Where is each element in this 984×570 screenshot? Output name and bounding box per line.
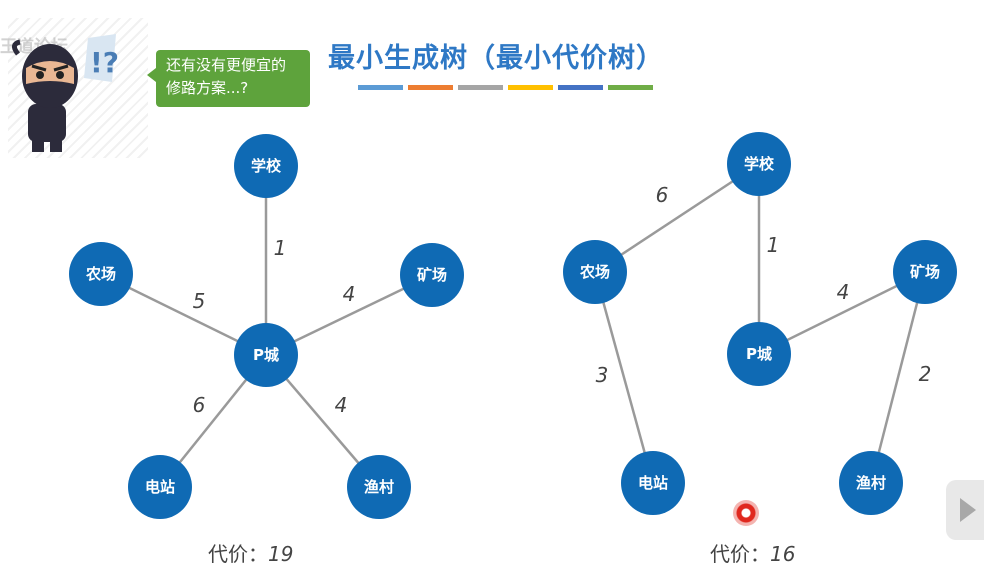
record-indicator-icon bbox=[733, 500, 759, 526]
right-node-mine bbox=[893, 240, 957, 304]
right-node-farm bbox=[563, 240, 627, 304]
left-edge-weight: 4 bbox=[343, 282, 356, 306]
right-edge-farm-station bbox=[593, 271, 655, 484]
right-edge-weight: 1 bbox=[767, 233, 780, 257]
speech-line-1: 还有没有更便宜的 bbox=[166, 56, 287, 74]
right-edge-weight: 4 bbox=[837, 280, 850, 304]
right-edge-mine-village bbox=[869, 271, 927, 484]
left-node-mine bbox=[400, 243, 464, 307]
right-node-label-farm: 农场 bbox=[579, 263, 610, 281]
right-node-school bbox=[727, 132, 791, 196]
left-edge-weight: 4 bbox=[335, 393, 348, 417]
right-node-label-village: 渔村 bbox=[856, 474, 886, 492]
title-color-bar bbox=[408, 85, 453, 90]
question-mark-icon: !? bbox=[84, 34, 119, 82]
left-edge-weight: 1 bbox=[274, 236, 287, 260]
left-node-station bbox=[128, 455, 192, 519]
play-icon[interactable] bbox=[946, 480, 984, 540]
left-node-label-station: 电站 bbox=[145, 478, 175, 496]
right-node-label-pcity: P城 bbox=[746, 345, 772, 363]
right-edge-weight: 6 bbox=[656, 183, 669, 207]
left-cost-value: 19 bbox=[268, 542, 294, 566]
edges-layer: 1 5 4 6 4 6 1 3 4 2 bbox=[100, 162, 932, 488]
right-edge-school-farm bbox=[594, 162, 760, 274]
speech-line-2: 修路方案...? bbox=[166, 79, 249, 97]
title-color-bar bbox=[558, 85, 603, 90]
left-node-village bbox=[347, 455, 411, 519]
left-node-school bbox=[234, 134, 298, 198]
svg-text:!?: !? bbox=[90, 46, 119, 79]
right-edge-weight: 2 bbox=[919, 362, 932, 386]
left-node-label-pcity: P城 bbox=[253, 346, 279, 364]
ninja-avatar-icon bbox=[12, 39, 78, 152]
right-node-village bbox=[839, 451, 903, 515]
right-node-label-school: 学校 bbox=[744, 155, 775, 173]
right-node-pcity bbox=[727, 322, 791, 386]
title-color-bar bbox=[608, 85, 653, 90]
right-cost-value: 16 bbox=[770, 542, 796, 566]
right-cost-label: 代价： bbox=[710, 542, 770, 566]
right-node-station bbox=[621, 451, 685, 515]
left-edge-weight: 5 bbox=[193, 289, 206, 313]
left-edge-weight: 6 bbox=[193, 393, 206, 417]
left-node-label-village: 渔村 bbox=[364, 478, 394, 496]
right-node-label-station: 电站 bbox=[638, 474, 668, 492]
right-edge-weight: 3 bbox=[596, 363, 609, 387]
title-color-bar bbox=[358, 85, 403, 90]
page-title: 最小生成树（最小代价树） bbox=[328, 43, 664, 74]
right-node-label-mine: 矿场 bbox=[910, 263, 940, 281]
title-color-bar bbox=[458, 85, 503, 90]
left-node-label-mine: 矿场 bbox=[417, 266, 447, 284]
speech-bubble: 还有没有更便宜的 修路方案...? bbox=[147, 50, 310, 107]
left-node-farm bbox=[69, 242, 133, 306]
left-cost: 代价：19 bbox=[208, 538, 293, 567]
right-cost: 代价：16 bbox=[710, 538, 795, 567]
title-color-bar bbox=[508, 85, 553, 90]
left-node-label-farm: 农场 bbox=[85, 265, 116, 283]
left-cost-label: 代价： bbox=[208, 542, 268, 566]
left-node-pcity bbox=[234, 323, 298, 387]
left-node-label-school: 学校 bbox=[251, 157, 282, 175]
